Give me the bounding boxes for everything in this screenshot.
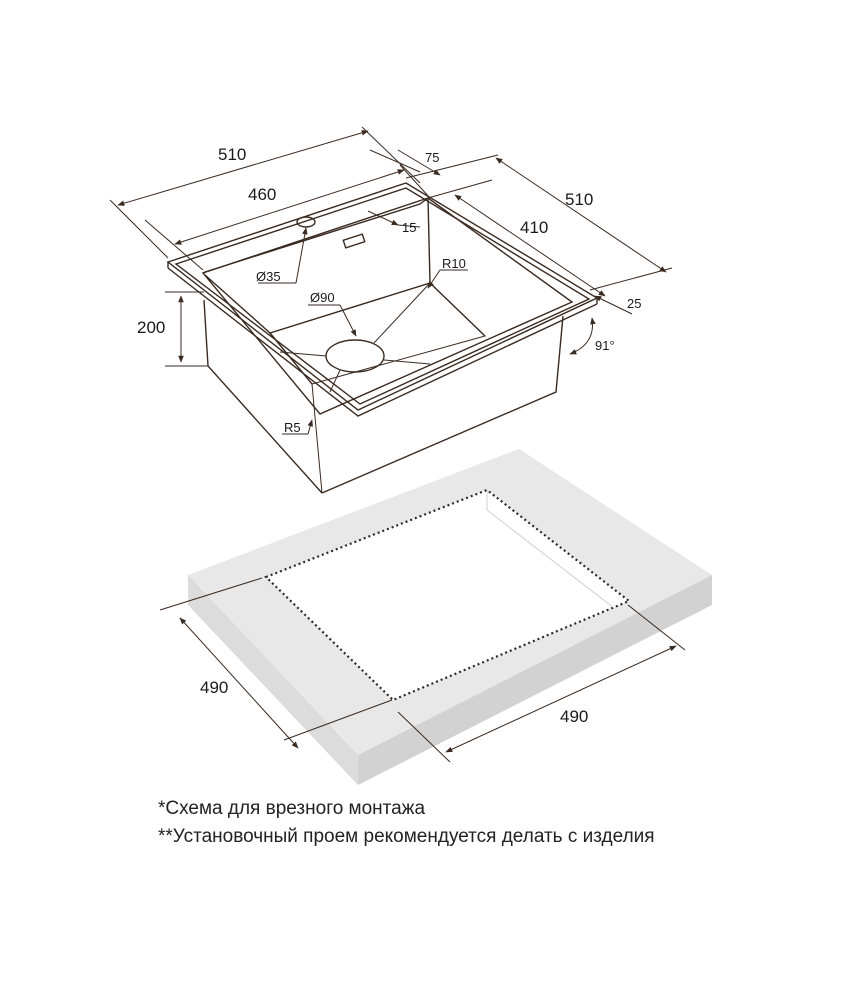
dim-rim-back: 75	[425, 150, 439, 165]
dim-corner-radius-outer: R5	[284, 420, 301, 435]
dim-overall-depth: 510	[565, 190, 593, 209]
sink-bowl-opening	[201, 197, 574, 415]
dim-bowl-depth: 410	[520, 218, 548, 237]
sink-bowl-bottom	[269, 282, 486, 385]
drain	[325, 339, 385, 373]
sink-body-right	[321, 315, 564, 494]
dim-rim-side: 25	[627, 296, 641, 311]
countertop-drawing	[188, 449, 712, 785]
tap-hole	[296, 216, 316, 228]
dim-height: 200	[137, 318, 165, 337]
dim-cutout-width: 490	[560, 707, 588, 726]
dim-wall-angle: 91°	[595, 338, 615, 353]
dim-rim-offset: 15	[402, 220, 416, 235]
dim-cutout-depth: 490	[200, 678, 228, 697]
dim-drain: Ø90	[310, 290, 335, 305]
dim-tap-hole: Ø35	[256, 269, 281, 284]
note-cutout-recommendation: **Установочный проем рекомендуется делат…	[158, 826, 655, 847]
sink-dimension-lines	[109, 126, 673, 435]
sink-body-left	[203, 299, 323, 494]
dim-overall-width: 510	[218, 145, 246, 164]
countertop-dimension-lines	[159, 577, 686, 763]
overflow-slot	[342, 233, 366, 249]
countertop-cutout	[264, 488, 632, 702]
dim-bowl-width: 460	[248, 185, 276, 204]
note-flush-mount: *Схема для врезного монтажа	[158, 798, 426, 819]
dim-corner-radius-inner: R10	[442, 256, 466, 271]
